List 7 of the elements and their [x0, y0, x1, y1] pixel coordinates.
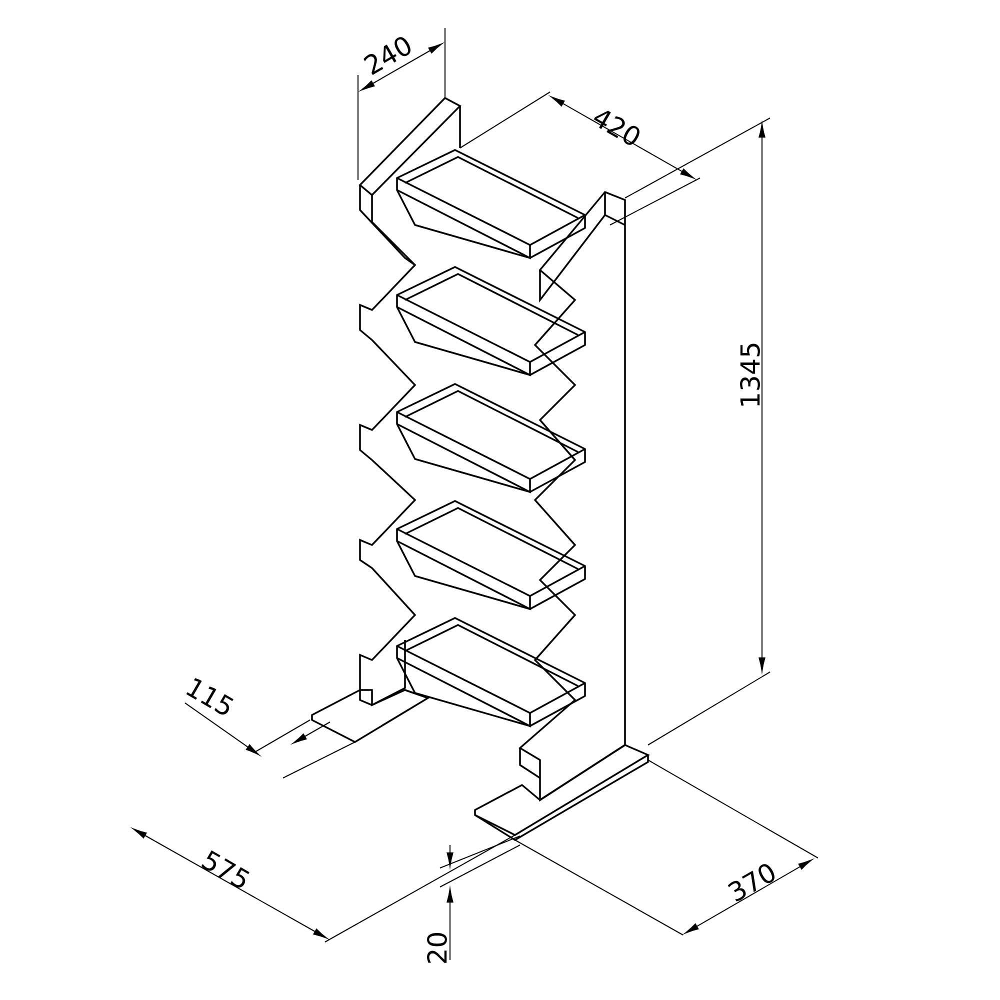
dimension-label: 115	[186, 678, 234, 715]
dimension-label: 240	[364, 37, 410, 75]
dimension-label: 420	[594, 110, 640, 145]
dimension-label: 20	[427, 933, 447, 963]
dimension-label: 370	[728, 864, 774, 902]
dimension-label: 575	[202, 850, 250, 888]
dimension-label: 1345	[740, 344, 760, 406]
